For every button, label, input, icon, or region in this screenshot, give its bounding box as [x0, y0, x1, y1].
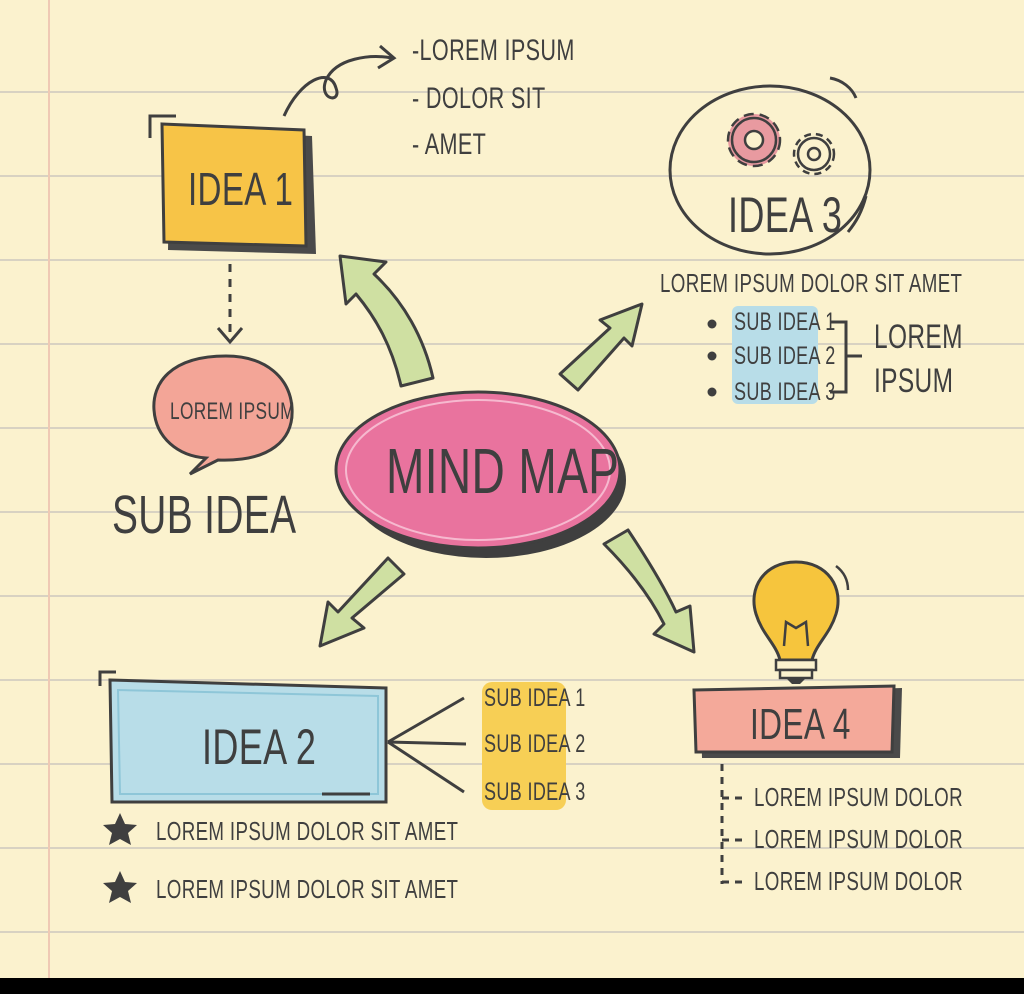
idea4-list-item: LOREM IPSUM DOLOR — [754, 866, 963, 896]
sub-idea-bubble — [152, 354, 294, 476]
bottom-black-bar — [0, 978, 1024, 994]
idea3-highlight — [732, 306, 818, 404]
arrow-to-idea1 — [338, 254, 435, 388]
sub-idea-caption: SUB IDEA — [112, 485, 297, 545]
idea1-curl-arrowhead — [377, 44, 397, 70]
idea3-circle — [668, 76, 872, 256]
lightbulb-icon — [752, 560, 850, 684]
center-node — [334, 390, 626, 558]
idea3-bracket-label: LOREM — [874, 318, 963, 356]
idea2-label: IDEA 2 — [202, 719, 317, 775]
idea2-sub-item: SUB IDEA 2 — [484, 730, 586, 758]
idea4-box — [692, 684, 902, 758]
idea3-bullet — [707, 351, 717, 361]
notebook-margin-line — [48, 0, 50, 978]
idea1-note: - DOLOR SIT — [412, 82, 546, 115]
star-icon — [103, 813, 137, 845]
idea1-curl-arrow — [282, 55, 393, 117]
idea3-caption: LOREM IPSUM DOLOR SIT AMET — [660, 268, 963, 298]
idea2-star-item: LOREM IPSUM DOLOR SIT AMET — [156, 816, 459, 846]
idea1-box — [148, 114, 316, 254]
sub-idea-bubble-text: LOREM IPSUM — [170, 398, 295, 425]
idea2-branches — [387, 696, 467, 794]
arrow-to-idea3 — [558, 302, 644, 392]
idea3-sub-item: SUB IDEA 2 — [734, 342, 836, 370]
idea3-bracket — [830, 320, 862, 394]
idea3-bracket-label: IPSUM — [874, 362, 954, 400]
center-label: MIND MAP — [386, 435, 620, 507]
idea4-tree-lines — [720, 764, 746, 884]
arrow-to-idea4 — [602, 528, 696, 654]
idea2-sub-item: SUB IDEA 3 — [484, 778, 586, 806]
idea3-sub-item: SUB IDEA 1 — [734, 308, 836, 336]
idea2-sub-item: SUB IDEA 1 — [484, 684, 586, 712]
idea4-list-item: LOREM IPSUM DOLOR — [754, 824, 963, 854]
idea2-highlight — [482, 682, 566, 810]
idea2-box — [98, 670, 388, 804]
arrow-to-idea2 — [318, 556, 406, 648]
idea2-star-item: LOREM IPSUM DOLOR SIT AMET — [156, 874, 459, 904]
star-icon — [103, 871, 137, 903]
idea1-note: -LOREM IPSUM — [412, 34, 575, 67]
idea4-list-item: LOREM IPSUM DOLOR — [754, 782, 963, 812]
idea1-label: IDEA 1 — [188, 163, 294, 215]
idea3-bullet — [707, 387, 717, 397]
idea3-bullet — [707, 319, 717, 329]
idea3-label: IDEA 3 — [728, 187, 843, 243]
idea1-note: - AMET — [412, 128, 487, 161]
idea3-sub-item: SUB IDEA 3 — [734, 378, 836, 406]
idea1-dashed-arrowhead — [216, 327, 244, 345]
idea4-label: IDEA 4 — [750, 700, 851, 749]
gears-icon — [726, 112, 836, 176]
